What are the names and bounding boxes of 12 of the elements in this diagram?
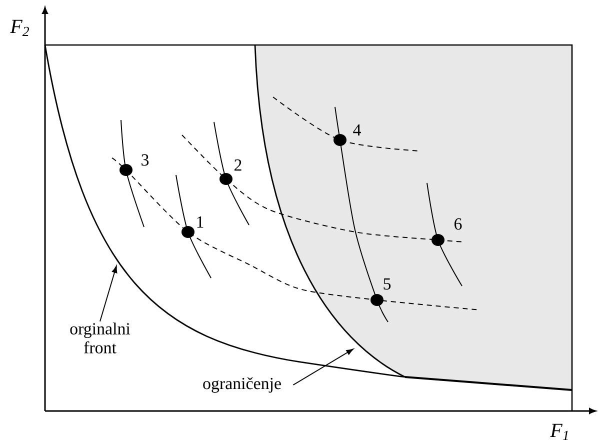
text-label: ograničenje [203,377,281,393]
leader-arrow [292,348,354,386]
point-number: 2 [234,159,242,171]
text-label: orginalni front [70,322,130,354]
point-number: 1 [197,216,204,228]
point-number: 6 [454,218,462,230]
axis-label: F$_{2}$ [10,20,30,36]
leader-arrow [100,266,118,322]
point-number: 5 [384,278,391,290]
axis-label: F$_{1}$ [550,424,568,440]
point-number: 3 [142,154,149,166]
point-number: 4 [353,124,361,136]
